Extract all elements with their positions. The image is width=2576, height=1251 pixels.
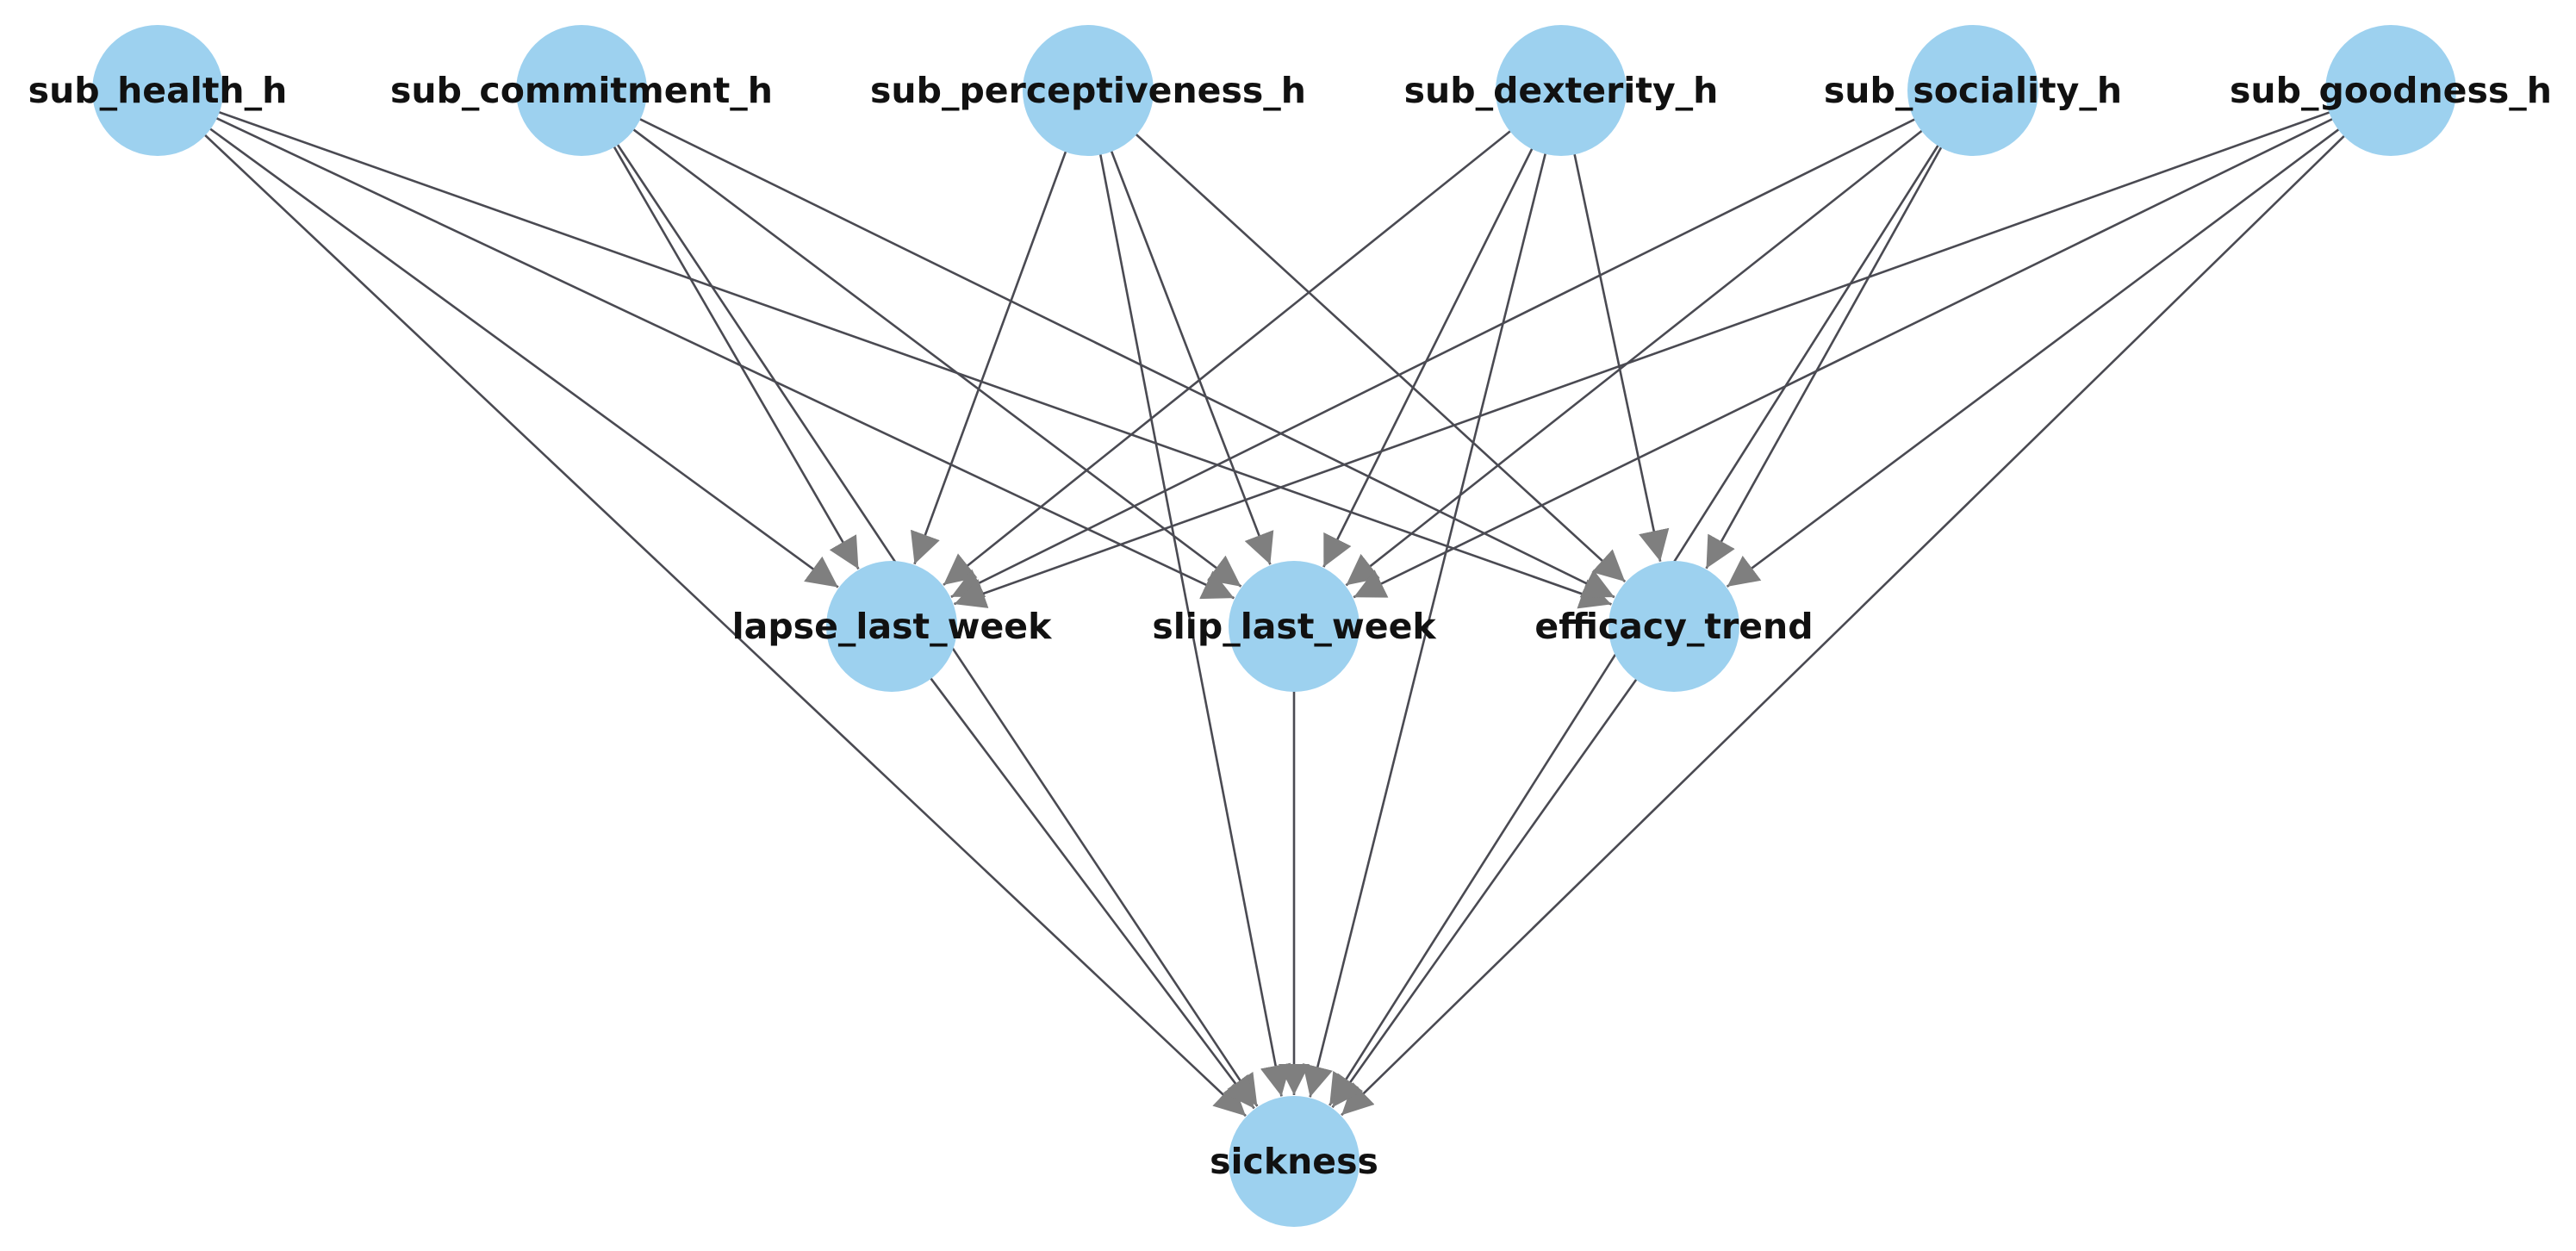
node-efficacy_trend: efficacy_trend	[1534, 561, 1814, 692]
edge-sub_dexterity_h-to-lapse_last_week	[943, 127, 1515, 586]
node-label: sub_goodness_h	[2230, 70, 2552, 111]
node-circle	[1023, 25, 1154, 156]
edge-sub_health_h-to-lapse_last_week	[205, 125, 839, 588]
edge-sub_commitment_h-to-lapse_last_week	[610, 141, 860, 570]
node-sub_goodness_h: sub_goodness_h	[2230, 25, 2552, 156]
edge-sub_health_h-to-efficacy_trend	[214, 109, 1612, 609]
edge-sub_dexterity_h-to-efficacy_trend	[1572, 149, 1670, 562]
node-circle	[516, 25, 647, 156]
node-sub_sociality_h: sub_sociality_h	[1824, 25, 2122, 156]
node-sub_commitment_h: sub_commitment_h	[390, 25, 773, 156]
node-circle	[1907, 25, 2038, 156]
nodes-layer: sub_health_h sub_commitment_h sub_percepti…	[28, 25, 2552, 1227]
edge-sub_goodness_h-to-slip_last_week	[1353, 115, 2337, 599]
node-lapse_last_week: lapse_last_week	[732, 561, 1053, 692]
node-label: sub_commitment_h	[390, 70, 773, 111]
edge-sub_perceptiveness_h-to-sickness	[1098, 149, 1291, 1097]
node-circle	[2325, 25, 2456, 156]
node-circle	[1229, 1096, 1360, 1227]
node-sickness: sickness	[1210, 1096, 1378, 1227]
node-sub_perceptiveness_h: sub_perceptiveness_h	[870, 25, 1306, 156]
edge-sub_commitment_h-to-slip_last_week	[629, 126, 1242, 588]
edge-sub_goodness_h-to-lapse_last_week	[954, 109, 2335, 608]
edge-sub_perceptiveness_h-to-efficacy_trend	[1131, 130, 1627, 582]
node-circle	[92, 25, 223, 156]
node-circle	[1229, 561, 1360, 692]
node-label: slip_last_week	[1152, 606, 1437, 647]
edge-sub_health_h-to-sickness	[201, 131, 1247, 1117]
node-label: lapse_last_week	[732, 606, 1053, 647]
node-label: sickness	[1210, 1141, 1378, 1182]
node-circle	[826, 561, 957, 692]
edge-sub_sociality_h-to-efficacy_trend	[1705, 142, 1945, 569]
edge-sub_perceptiveness_h-to-lapse_last_week	[910, 146, 1069, 565]
node-sub_health_h: sub_health_h	[28, 25, 288, 156]
edge-sub_goodness_h-to-sickness	[1341, 131, 2349, 1117]
edge-efficacy_trend-to-sickness	[1331, 675, 1640, 1108]
node-slip_last_week: slip_last_week	[1152, 561, 1437, 692]
edge-sub_dexterity_h-to-sickness	[1302, 148, 1548, 1098]
edge-sub_commitment_h-to-efficacy_trend	[635, 115, 1615, 599]
edge-sub_perceptiveness_h-to-slip_last_week	[1108, 146, 1274, 565]
node-label: efficacy_trend	[1534, 606, 1813, 647]
node-label: sub_dexterity_h	[1404, 70, 1719, 111]
node-sub_dexterity_h: sub_dexterity_h	[1404, 25, 1719, 156]
edge-sub_goodness_h-to-efficacy_trend	[1726, 125, 2343, 588]
node-circle	[1496, 25, 1627, 156]
node-circle	[1608, 561, 1739, 692]
node-label: sub_perceptiveness_h	[870, 70, 1306, 111]
node-label: sub_health_h	[28, 70, 288, 111]
edges-layer	[201, 109, 2349, 1117]
edge-sub_health_h-to-slip_last_week	[211, 115, 1235, 600]
edge-sub_sociality_h-to-lapse_last_week	[950, 115, 1920, 598]
edge-sub_sociality_h-to-slip_last_week	[1345, 127, 1926, 587]
edge-lapse_last_week-to-sickness	[927, 674, 1255, 1110]
edge-sub_dexterity_h-to-slip_last_week	[1322, 144, 1535, 568]
node-label: sub_sociality_h	[1824, 70, 2122, 111]
